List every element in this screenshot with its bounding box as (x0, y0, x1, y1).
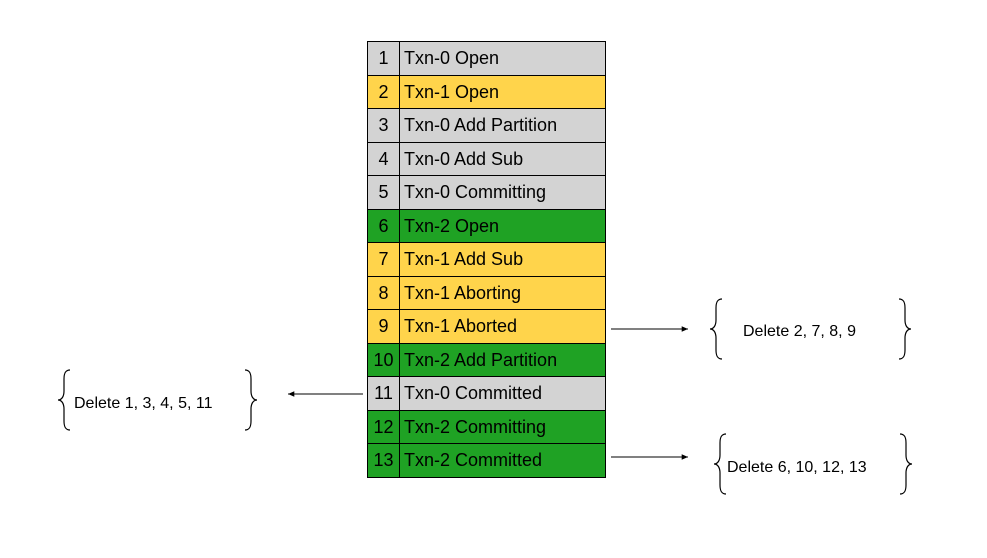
log-row: 13 Txn-2 Committed (368, 444, 606, 478)
log-row-index: 9 (368, 310, 400, 343)
transaction-log-table: 1 Txn-0 Open 2 Txn-1 Open 3 Txn-0 Add Pa… (367, 41, 606, 478)
txn1-delete-label: Delete 2, 7, 8, 9 (743, 323, 856, 340)
log-row: 10 Txn-2 Add Partition (368, 343, 606, 377)
log-row: 9 Txn-1 Aborted (368, 310, 606, 344)
log-row-text: Txn-0 Committing (400, 176, 606, 209)
log-row-index: 11 (368, 377, 400, 410)
log-row-text: Txn-2 Open (400, 209, 606, 242)
left-brace-icon (709, 298, 723, 360)
log-row-text: Txn-2 Committed (400, 444, 606, 477)
txn0-delete-label: Delete 1, 3, 4, 5, 11 (74, 395, 213, 412)
log-row-index: 13 (368, 444, 400, 477)
log-row: 5 Txn-0 Committing (368, 176, 606, 210)
log-row: 1 Txn-0 Open (368, 42, 606, 76)
log-row-text: Txn-1 Open (400, 75, 606, 108)
log-row: 4 Txn-0 Add Sub (368, 142, 606, 176)
log-row-index: 2 (368, 75, 400, 108)
left-brace-icon (57, 369, 71, 431)
log-row-text: Txn-0 Open (400, 42, 606, 75)
log-row-text: Txn-1 Add Sub (400, 243, 606, 276)
right-brace-icon (244, 369, 258, 431)
log-row-index: 6 (368, 209, 400, 242)
log-row-index: 3 (368, 109, 400, 142)
left-brace-icon (713, 433, 727, 495)
log-row: 8 Txn-1 Aborting (368, 276, 606, 310)
log-row-index: 7 (368, 243, 400, 276)
log-row: 7 Txn-1 Add Sub (368, 243, 606, 277)
right-brace-icon (899, 433, 913, 495)
right-brace-icon (898, 298, 912, 360)
log-row-index: 1 (368, 42, 400, 75)
log-row-index: 8 (368, 276, 400, 309)
log-row: 3 Txn-0 Add Partition (368, 109, 606, 143)
log-row-index: 10 (368, 343, 400, 376)
log-row-text: Txn-2 Add Partition (400, 343, 606, 376)
log-row: 6 Txn-2 Open (368, 209, 606, 243)
log-row-index: 5 (368, 176, 400, 209)
log-row-text: Txn-0 Add Sub (400, 142, 606, 175)
log-row-text: Txn-2 Committing (400, 410, 606, 443)
log-row-text: Txn-1 Aborting (400, 276, 606, 309)
log-row-index: 4 (368, 142, 400, 175)
log-row: 11 Txn-0 Committed (368, 377, 606, 411)
log-row: 2 Txn-1 Open (368, 75, 606, 109)
log-row-index: 12 (368, 410, 400, 443)
log-row-text: Txn-0 Add Partition (400, 109, 606, 142)
log-row: 12 Txn-2 Committing (368, 410, 606, 444)
log-row-text: Txn-1 Aborted (400, 310, 606, 343)
txn2-delete-label: Delete 6, 10, 12, 13 (727, 459, 867, 476)
log-row-text: Txn-0 Committed (400, 377, 606, 410)
